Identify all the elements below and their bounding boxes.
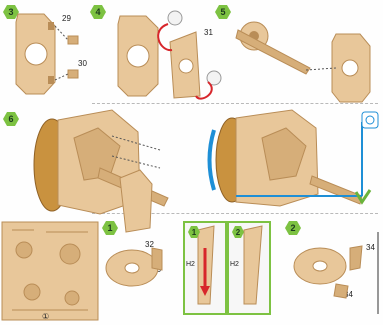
h2-label: H2 bbox=[230, 261, 239, 268]
sheet-marker: ① bbox=[42, 312, 49, 321]
parts-sheet-thumbnail bbox=[2, 222, 98, 320]
h2-label: H2 bbox=[186, 261, 195, 268]
wood-part-disk bbox=[106, 248, 162, 286]
wood-assembly-mechanism bbox=[34, 110, 378, 232]
wood-part-plate bbox=[118, 11, 221, 99]
wood-part-gear-axle bbox=[236, 22, 370, 102]
wood-part-plate bbox=[16, 14, 78, 94]
wood-part-disk bbox=[294, 232, 378, 314]
